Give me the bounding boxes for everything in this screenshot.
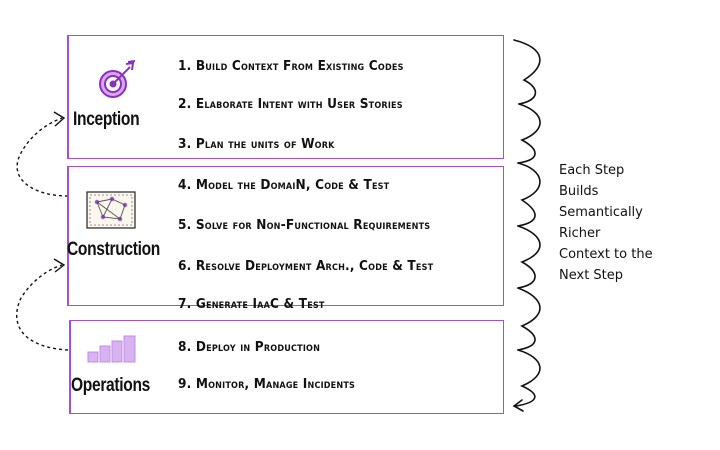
feedback-arrow-operations-to-construction bbox=[16, 258, 69, 351]
bar-chart-icon bbox=[87, 335, 136, 363]
step-8: 8. Deploy in Production bbox=[178, 339, 321, 355]
step-5: 5. Solve for Non-Functional Requirements bbox=[178, 217, 431, 233]
side-note: Each Step Builds Semantically Richer Con… bbox=[559, 160, 653, 286]
side-note-line: Builds bbox=[559, 184, 599, 199]
side-note-line: Semantically bbox=[559, 205, 643, 220]
step-4: 4. Model the DomaiN, Code & Test bbox=[178, 177, 390, 193]
loop-arrows bbox=[512, 39, 541, 412]
step-1: 1. Build Context From Existing Codes bbox=[178, 58, 404, 74]
model-diagram-icon bbox=[86, 191, 136, 229]
construction-box bbox=[67, 166, 504, 306]
operations-box bbox=[69, 320, 504, 414]
phase-label-inception: Inception bbox=[73, 109, 140, 130]
step-2: 2. Elaborate Intent with User Stories bbox=[178, 96, 403, 112]
side-note-line: Context to the bbox=[559, 247, 653, 262]
feedback-arrow-construction-to-inception bbox=[16, 111, 69, 197]
step-9: 9. Monitor, Manage Incidents bbox=[178, 376, 356, 392]
inception-box bbox=[67, 35, 504, 159]
side-note-line: Richer bbox=[559, 226, 601, 241]
step-6: 6. Resolve Deployment Arch., Code & Test bbox=[178, 258, 434, 274]
side-note-line: Next Step bbox=[559, 268, 624, 283]
step-7: 7. Generate IaaC & Test bbox=[178, 296, 325, 312]
target-icon bbox=[99, 60, 136, 98]
side-note-line: Each Step bbox=[559, 163, 625, 178]
step-3: 3. Plan the units of Work bbox=[178, 136, 335, 152]
phase-label-construction: Construction bbox=[67, 239, 161, 260]
phase-label-operations: Operations bbox=[71, 375, 150, 396]
